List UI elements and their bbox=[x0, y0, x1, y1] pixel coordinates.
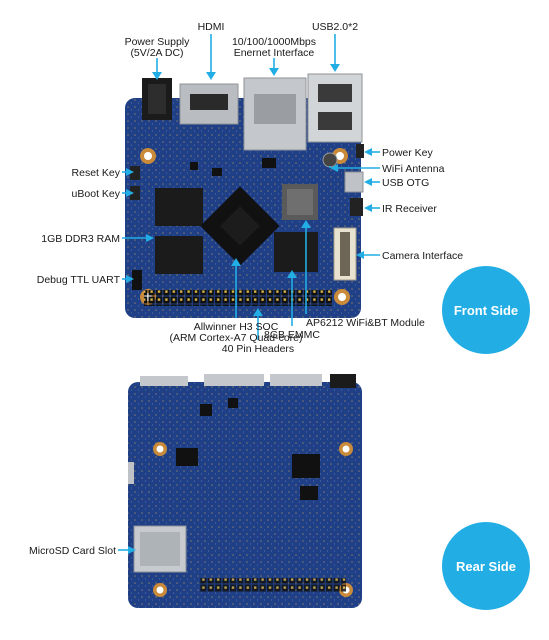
label-soc-line2: (ARM Cortex-A7 Quad-core) bbox=[169, 332, 302, 344]
rear-smd bbox=[228, 398, 238, 408]
label-emmc: 8GB EMMC bbox=[264, 329, 320, 341]
rear-mount-hole-inner bbox=[156, 445, 164, 453]
camera-connector-slot bbox=[340, 232, 350, 276]
pointer-tip bbox=[330, 64, 340, 72]
ethernet-opening bbox=[254, 94, 296, 124]
rear-otg-edge bbox=[128, 462, 134, 484]
front-side-badge: Front Side bbox=[442, 266, 530, 354]
emmc-chip bbox=[274, 232, 318, 272]
microsd-slot-inner bbox=[140, 532, 180, 566]
ddr-chip-2 bbox=[155, 236, 203, 274]
debug-uart-pins bbox=[132, 270, 142, 290]
mount-hole-inner bbox=[336, 152, 344, 160]
rear-ic bbox=[176, 448, 198, 466]
label-camera: Camera Interface bbox=[382, 250, 463, 262]
rear-smd bbox=[200, 404, 212, 416]
label-power-supply-line1: Power Supply bbox=[125, 36, 191, 48]
label-uboot-key: uBoot Key bbox=[72, 188, 121, 200]
pointer-tip bbox=[364, 178, 372, 186]
mount-hole-inner bbox=[338, 293, 346, 301]
smd-part bbox=[212, 168, 222, 176]
label-wifi-antenna: WiFi Antenna bbox=[382, 163, 445, 175]
label-debug-uart: Debug TTL UART bbox=[37, 274, 121, 286]
rear-ic bbox=[300, 486, 318, 500]
pointer-tip bbox=[364, 204, 372, 212]
labels: Power Supply (5V/2A DC) HDMI 10/100/1000… bbox=[29, 21, 463, 557]
front-side-text: Front Side bbox=[454, 303, 518, 318]
pointer-tip bbox=[128, 546, 136, 554]
rear-board bbox=[128, 374, 362, 608]
smd-part bbox=[190, 162, 198, 170]
power-key bbox=[356, 144, 364, 158]
label-reset-key: Reset Key bbox=[72, 167, 121, 179]
pin-header-40 bbox=[144, 290, 332, 306]
label-pin-headers: 40 Pin Headers bbox=[222, 343, 294, 355]
label-microsd: MicroSD Card Slot bbox=[29, 545, 116, 557]
pointer-tip bbox=[206, 72, 216, 80]
power-jack-opening bbox=[148, 84, 166, 114]
usb-otg-port bbox=[344, 171, 364, 193]
pointer-tip bbox=[126, 168, 134, 176]
rear-power-edge bbox=[330, 374, 356, 388]
label-power-supply-line2: (5V/2A DC) bbox=[130, 47, 183, 59]
reset-key bbox=[130, 166, 140, 180]
label-power-key: Power Key bbox=[382, 147, 434, 159]
rear-mount-hole-inner bbox=[342, 445, 350, 453]
label-usb: USB2.0*2 bbox=[312, 21, 358, 33]
label-ddr: 1GB DDR3 RAM bbox=[41, 233, 120, 245]
rear-pin-pads bbox=[200, 578, 346, 592]
pointer-tip bbox=[356, 251, 364, 259]
soc-die bbox=[220, 206, 260, 246]
hdmi-opening bbox=[190, 94, 228, 110]
pointer-tip bbox=[364, 148, 372, 156]
antenna-connector bbox=[322, 152, 338, 168]
usb-opening-1 bbox=[318, 84, 352, 102]
label-usb-otg: USB OTG bbox=[382, 177, 429, 189]
pointer-tip bbox=[330, 164, 338, 172]
rear-side-badge: Rear Side bbox=[442, 522, 530, 610]
rear-side-circle bbox=[442, 522, 530, 610]
label-ethernet-line1: 10/100/1000Mbps bbox=[232, 36, 316, 48]
rear-side-text: Rear Side bbox=[456, 559, 516, 574]
rear-ic bbox=[292, 454, 320, 478]
label-wifi-module: AP6212 WiFi&BT Module bbox=[306, 317, 425, 329]
pointer-tip bbox=[126, 275, 134, 283]
pointer-tip bbox=[152, 72, 162, 80]
front-board bbox=[125, 73, 364, 318]
rear-mount-hole-inner bbox=[156, 586, 164, 594]
uboot-key bbox=[130, 186, 140, 200]
pointer-tip bbox=[301, 220, 311, 228]
ir-receiver bbox=[350, 198, 363, 216]
rear-usb-edge bbox=[140, 376, 188, 386]
label-hdmi: HDMI bbox=[198, 21, 225, 33]
pointer-tip bbox=[146, 234, 154, 242]
usb-opening-2 bbox=[318, 112, 352, 130]
front-side-circle bbox=[442, 266, 530, 354]
rear-hdmi-edge bbox=[270, 374, 322, 386]
mount-hole-inner bbox=[144, 152, 152, 160]
pointer-tip bbox=[287, 270, 297, 278]
ddr-chip-1 bbox=[155, 188, 203, 226]
label-ethernet-line2: Enernet Interface bbox=[234, 47, 315, 59]
wifi-module-shield bbox=[287, 189, 313, 215]
rear-pcb-texture bbox=[128, 382, 362, 608]
pointer-tip bbox=[253, 308, 263, 316]
pointer-tip bbox=[126, 189, 134, 197]
label-soc-line1: Allwinner H3 SOC bbox=[194, 321, 279, 333]
pointer-tip bbox=[231, 258, 241, 266]
rear-ethernet-edge bbox=[204, 374, 264, 386]
label-ir-receiver: IR Receiver bbox=[382, 203, 437, 215]
pointer-tip bbox=[269, 68, 279, 76]
pointers bbox=[118, 34, 380, 554]
smd-part bbox=[262, 158, 276, 168]
